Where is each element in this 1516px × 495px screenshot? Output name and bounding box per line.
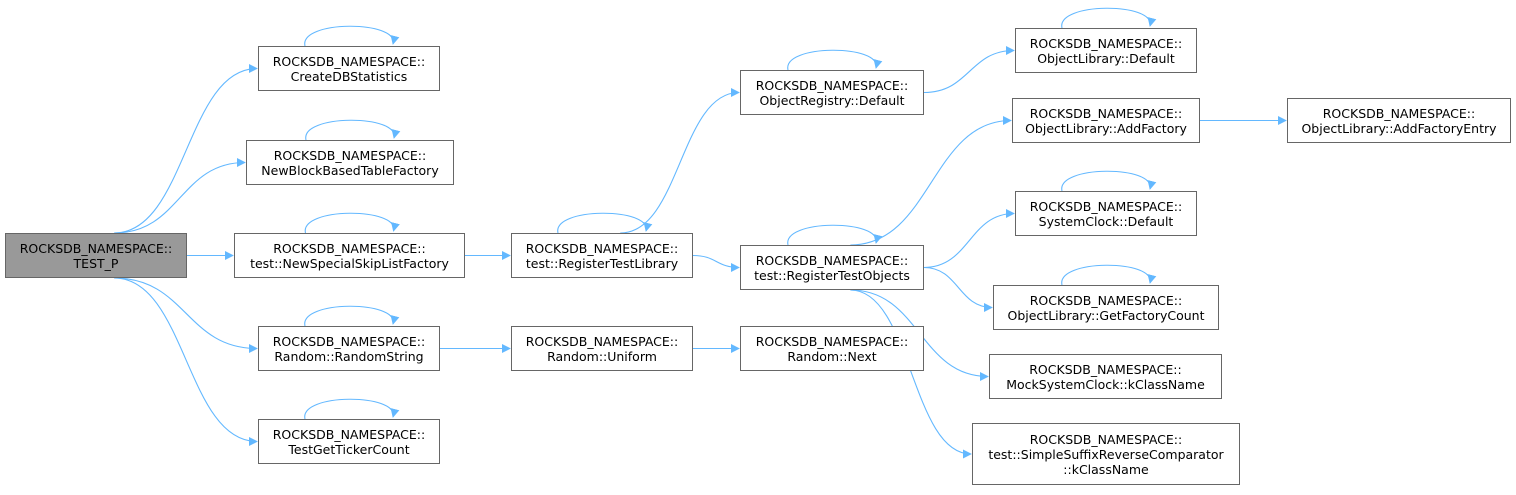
node-object-registry-default[interactable]: ROCKSDB_NAMESPACE:: ObjectRegistry::Defa… xyxy=(740,70,924,115)
node-system-clock-default[interactable]: ROCKSDB_NAMESPACE:: SystemClock::Default xyxy=(1015,191,1197,236)
call-edge-register_test_library-to-register_test_objects xyxy=(692,254,740,272)
self-call-edge-system_clock_default xyxy=(1061,170,1157,192)
node-namespace-label: ROCKSDB_NAMESPACE:: xyxy=(1029,105,1183,121)
node-namespace-label: ROCKSDB_NAMESPACE:: xyxy=(1029,361,1182,377)
call-edge-object_registry_default-to-object_library_default xyxy=(923,46,1015,94)
node-namespace-label: ROCKSDB_NAMESPACE:: xyxy=(273,240,426,256)
node-namespace-label: ROCKSDB_NAMESPACE:: xyxy=(1029,431,1183,447)
node-object-library-add-factory[interactable]: ROCKSDB_NAMESPACE:: ObjectLibrary::AddFa… xyxy=(1012,98,1200,143)
node-namespace-label: ROCKSDB_NAMESPACE:: xyxy=(755,77,909,93)
call-edge-test_p-to-test_get_ticker_count xyxy=(114,277,258,446)
self-call-edge-test_get_ticker_count xyxy=(304,398,400,420)
node-function-label: MockSystemClock::kClassName xyxy=(1006,376,1205,392)
node-register-test-library[interactable]: ROCKSDB_NAMESPACE:: test::RegisterTestLi… xyxy=(511,233,693,278)
node-function-label: test::SimpleSuffixReverseComparator xyxy=(988,446,1224,462)
self-call-edge-create_db_statistics xyxy=(304,25,400,47)
node-new-special-skip-list-factory[interactable]: ROCKSDB_NAMESPACE:: test::NewSpecialSkip… xyxy=(234,233,465,278)
call-edge-register_test_library-to-object_registry_default xyxy=(620,88,740,234)
self-call-edge-new_special_skip_list_factory xyxy=(304,212,400,234)
node-namespace-label: ROCKSDB_NAMESPACE:: xyxy=(273,147,427,163)
node-namespace-label: ROCKSDB_NAMESPACE:: xyxy=(272,333,426,349)
node-new-block-based-table-factory[interactable]: ROCKSDB_NAMESPACE:: NewBlockBasedTableFa… xyxy=(246,140,454,185)
node-function-label: Random::RandomString xyxy=(274,348,424,364)
node-object-library-default[interactable]: ROCKSDB_NAMESPACE:: ObjectLibrary::Defau… xyxy=(1015,28,1197,73)
node-function-label-cont: ::kClassName xyxy=(1063,461,1149,477)
call-edge-register_test_objects-to-object_library_get_factory_count xyxy=(923,266,993,312)
node-namespace-label: ROCKSDB_NAMESPACE:: xyxy=(19,240,173,256)
call-edge-test_p-to-create_db_statistics xyxy=(114,64,258,234)
call-edge-test_p-to-random_string xyxy=(114,277,258,353)
node-object-library-add-factory-entry[interactable]: ROCKSDB_NAMESPACE:: ObjectLibrary::AddFa… xyxy=(1287,98,1511,143)
node-random-random-string[interactable]: ROCKSDB_NAMESPACE:: Random::RandomString xyxy=(258,326,440,371)
self-call-edge-new_block_based_table_factory xyxy=(305,119,401,141)
self-call-edge-register_test_objects xyxy=(787,224,883,246)
node-namespace-label: ROCKSDB_NAMESPACE:: xyxy=(1322,105,1476,121)
node-function-label: NewBlockBasedTableFactory xyxy=(261,162,439,178)
node-function-label: SystemClock::Default xyxy=(1038,213,1174,229)
node-function-label: TestGetTickerCount xyxy=(288,441,410,457)
node-namespace-label: ROCKSDB_NAMESPACE:: xyxy=(525,240,679,256)
self-call-edge-object_library_default xyxy=(1061,7,1157,29)
node-mock-system-clock-kclassname[interactable]: ROCKSDB_NAMESPACE:: MockSystemClock::kCl… xyxy=(989,354,1222,399)
node-random-next[interactable]: ROCKSDB_NAMESPACE:: Random::Next xyxy=(740,326,924,371)
node-namespace-label: ROCKSDB_NAMESPACE:: xyxy=(755,252,909,268)
node-namespace-label: ROCKSDB_NAMESPACE:: xyxy=(525,333,679,349)
node-function-label: test::NewSpecialSkipListFactory xyxy=(250,255,449,271)
node-function-label: ObjectLibrary::AddFactoryEntry xyxy=(1301,120,1497,136)
self-call-edge-object_registry_default xyxy=(787,49,883,71)
node-namespace-label: ROCKSDB_NAMESPACE:: xyxy=(1029,292,1183,308)
node-function-label: ObjectLibrary::GetFactoryCount xyxy=(1007,307,1205,323)
node-create-db-statistics[interactable]: ROCKSDB_NAMESPACE:: CreateDBStatistics xyxy=(258,46,440,91)
node-function-label: TEST_P xyxy=(73,255,119,271)
node-simple-suffix-reverse-comparator-kclassname[interactable]: ROCKSDB_NAMESPACE:: test::SimpleSuffixRe… xyxy=(972,423,1240,485)
node-test-p: ROCKSDB_NAMESPACE:: TEST_P xyxy=(5,233,187,278)
node-function-label: Random::Uniform xyxy=(547,348,657,364)
node-test-get-ticker-count[interactable]: ROCKSDB_NAMESPACE:: TestGetTickerCount xyxy=(258,419,440,464)
node-function-label: ObjectLibrary::AddFactory xyxy=(1025,120,1187,136)
node-namespace-label: ROCKSDB_NAMESPACE:: xyxy=(1029,198,1183,214)
call-edge-test_p-to-new_block_based_table_factory xyxy=(114,158,246,234)
node-object-library-get-factory-count[interactable]: ROCKSDB_NAMESPACE:: ObjectLibrary::GetFa… xyxy=(993,285,1219,330)
self-call-edge-object_library_get_factory_count xyxy=(1061,264,1157,286)
node-namespace-label: ROCKSDB_NAMESPACE:: xyxy=(755,333,909,349)
self-call-edge-random_string xyxy=(304,305,400,327)
call-edge-register_test_objects-to-object_library_add_factory xyxy=(850,116,1012,246)
node-namespace-label: ROCKSDB_NAMESPACE:: xyxy=(1029,35,1183,51)
call-edge-register_test_objects-to-simple_suffix_reverse_comparator_kclassname xyxy=(850,289,972,459)
node-function-label: ObjectLibrary::Default xyxy=(1037,50,1175,66)
node-namespace-label: ROCKSDB_NAMESPACE:: xyxy=(272,53,426,69)
node-random-uniform[interactable]: ROCKSDB_NAMESPACE:: Random::Uniform xyxy=(511,326,693,371)
node-function-label: test::RegisterTestLibrary xyxy=(525,255,679,271)
self-call-edge-register_test_library xyxy=(557,212,653,234)
node-function-label: test::RegisterTestObjects xyxy=(754,267,910,283)
node-function-label: Random::Next xyxy=(787,348,877,364)
node-register-test-objects[interactable]: ROCKSDB_NAMESPACE:: test::RegisterTestOb… xyxy=(740,245,924,290)
node-function-label: ObjectRegistry::Default xyxy=(759,92,905,108)
call-edge-register_test_objects-to-system_clock_default xyxy=(923,209,1015,269)
node-function-label: CreateDBStatistics xyxy=(290,68,408,84)
node-namespace-label: ROCKSDB_NAMESPACE:: xyxy=(272,426,426,442)
